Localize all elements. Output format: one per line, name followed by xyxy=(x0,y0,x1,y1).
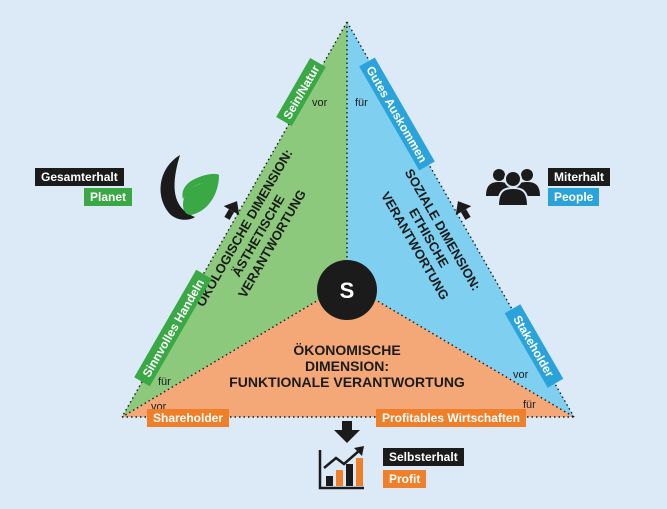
connector-labels: vor für für vor vor für xyxy=(151,97,536,413)
fuer-label: für xyxy=(523,399,536,411)
vor-label: vor xyxy=(312,97,328,109)
arrow-icon xyxy=(223,201,472,443)
tag-shareholder: Shareholder xyxy=(147,409,230,427)
economic-line-1: ÖKONOMISCHE xyxy=(293,342,400,358)
people-title: Miterhalt xyxy=(548,168,611,186)
tag-profitables-wirtschaften: Profitables Wirtschaften xyxy=(376,409,526,427)
economic-line-2: DIMENSION: xyxy=(305,358,389,374)
fuer-label: für xyxy=(355,97,368,109)
profit-label: Profit xyxy=(383,470,427,488)
vor-label: vor xyxy=(513,369,529,381)
center-circle xyxy=(317,260,377,320)
economic-sector xyxy=(122,283,574,417)
center-label: S xyxy=(340,278,355,303)
planet-title: Gesamterhalt xyxy=(35,168,124,186)
profit-title: Selbsterhalt xyxy=(383,448,464,466)
bar-chart-icon xyxy=(318,446,364,490)
leaf-icon xyxy=(160,155,219,220)
economic-line-3: FUNKTIONALE VERANTWORTUNG xyxy=(229,374,465,390)
economic-dimension-text: ÖKONOMISCHE DIMENSION: FUNKTIONALE VERAN… xyxy=(229,342,465,390)
planet-label: Planet xyxy=(84,188,133,206)
people-label: People xyxy=(548,188,600,206)
people-icon xyxy=(486,169,540,207)
fuer-label: für xyxy=(158,376,171,388)
